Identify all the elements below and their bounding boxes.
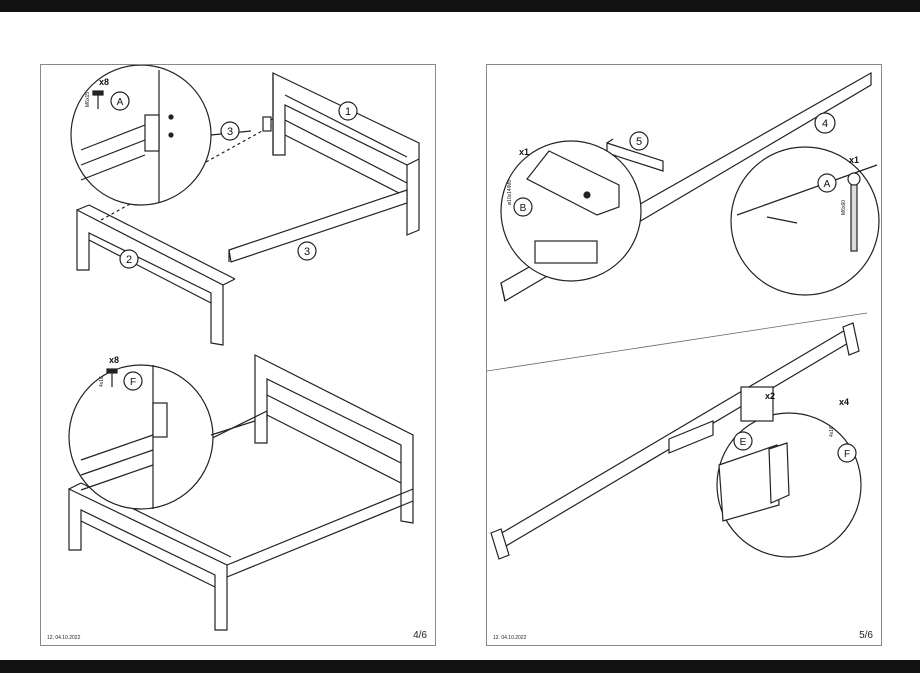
quantity-a: x8 <box>99 77 109 87</box>
page-5: 4 5 B A E F x1 x1 x2 x4 ø10x14/M6 M6x60 … <box>486 64 882 646</box>
callout-bolt-a: A <box>824 179 831 190</box>
section-divider <box>487 312 868 372</box>
detail-magnifier-left <box>500 140 642 282</box>
headboard-part <box>272 72 420 236</box>
callout-beam: 4 <box>822 118 828 130</box>
quantity-f: x4 <box>839 397 849 407</box>
block-part <box>606 138 664 172</box>
instruction-sheet: 1 3 3 2 A F x8 x8 M6x15 4x16 12. 04.10.2… <box>0 12 920 660</box>
quantity-a: x1 <box>849 155 859 165</box>
detail-magnifier-top <box>70 65 252 206</box>
callout-rail-bottom: 3 <box>304 246 310 258</box>
size-f: 4x16 <box>99 376 105 387</box>
detail-magnifier-bottom <box>716 386 862 558</box>
screw-icons <box>92 90 118 387</box>
callout-screw-f: F <box>130 377 136 388</box>
callouts <box>110 91 358 391</box>
detail-magnifier-right <box>730 146 880 296</box>
bed-frame-assembly-illustration: 1 3 3 2 A F x8 x8 M6x15 4x16 <box>68 65 420 631</box>
size-f: 4x16 <box>829 426 835 437</box>
callout-screw-a: A <box>117 97 124 108</box>
page-number: 4/6 <box>413 630 427 641</box>
callout-bracket-e: E <box>740 437 747 448</box>
callout-block: 5 <box>636 136 642 148</box>
beam-assembly-illustration: 4 5 B A E F x1 x1 x2 x4 ø10x14/M6 M6x60 … <box>487 71 880 560</box>
size-a: M6x60 <box>841 200 847 215</box>
callout-headboard: 1 <box>345 106 351 118</box>
beam-assembled <box>490 322 860 560</box>
footer-date: 12. 04.10.2022 <box>493 635 527 641</box>
size-b: ø10x14/M6 <box>507 180 513 205</box>
page-number: 5/6 <box>859 630 873 641</box>
callout-rail-top: 3 <box>227 126 233 138</box>
callout-nut-b: B <box>520 203 527 214</box>
quantity-b: x1 <box>519 147 529 157</box>
assembled-bed-illustration <box>68 354 414 631</box>
footer-date: 12. 04.10.2022 <box>47 635 81 641</box>
quantity-f: x8 <box>109 355 119 365</box>
callout-screw-f: F <box>844 449 850 460</box>
callout-footboard: 2 <box>126 254 132 266</box>
quantity-e: x2 <box>765 391 775 401</box>
size-a: M6x15 <box>85 92 91 107</box>
page-4: 1 3 3 2 A F x8 x8 M6x15 4x16 12. 04.10.2… <box>40 64 436 646</box>
callouts <box>513 112 857 463</box>
footboard-part <box>76 204 236 346</box>
